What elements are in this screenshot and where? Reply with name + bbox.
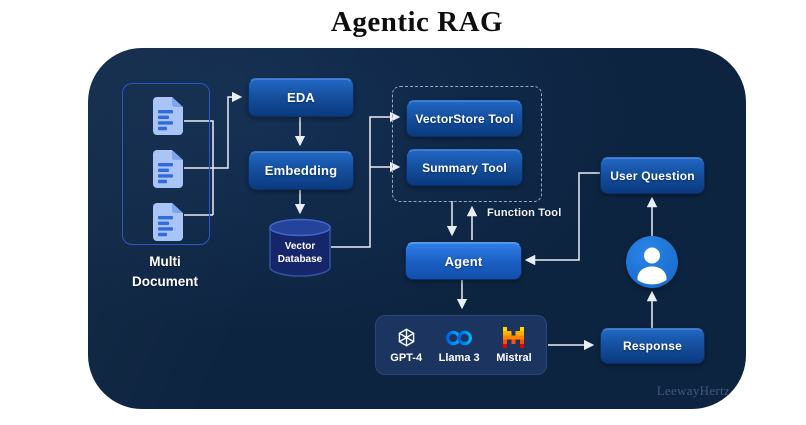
document-icon xyxy=(150,202,184,242)
vector-database-label: Vector Database xyxy=(277,241,323,265)
vector-database-node: Vector Database xyxy=(268,218,332,278)
meta-icon xyxy=(444,327,474,349)
person-icon xyxy=(626,236,678,288)
openai-icon xyxy=(396,327,417,349)
agent-node: Agent xyxy=(405,242,522,280)
llm-box: GPT-4 Llama 3 Mistral xyxy=(375,315,547,375)
response-node: Response xyxy=(600,328,705,364)
embedding-node: Embedding xyxy=(248,151,354,190)
llm-item-gpt4: GPT-4 xyxy=(390,327,422,364)
page-title: Agentic RAG xyxy=(330,5,504,38)
llm-label: Mistral xyxy=(496,351,532,364)
multi-document-label-line1: Multi xyxy=(149,254,181,269)
multi-document-label-line2: Document xyxy=(131,273,198,289)
summary-tool-node: Summary Tool xyxy=(406,149,523,186)
mistral-icon xyxy=(503,327,525,349)
llm-label: GPT-4 xyxy=(390,351,423,364)
tools-group-frame xyxy=(392,86,542,202)
user-question-node: User Question xyxy=(600,157,705,194)
watermark: LeewayHertz xyxy=(656,383,730,398)
document-icon xyxy=(150,149,184,189)
database-cylinder-icon xyxy=(269,218,331,277)
eda-node: EDA xyxy=(248,78,354,117)
function-tool-caption: Function Tool xyxy=(487,207,562,219)
document-icon xyxy=(150,96,184,136)
llm-item-llama3: Llama 3 xyxy=(439,327,480,364)
multi-document-frame xyxy=(122,83,210,245)
vectorstore-tool-node: VectorStore Tool xyxy=(406,100,523,137)
llm-item-mistral: Mistral xyxy=(496,327,532,364)
llm-label: Llama 3 xyxy=(438,351,480,364)
multi-document-label: Multi Document xyxy=(110,252,220,291)
